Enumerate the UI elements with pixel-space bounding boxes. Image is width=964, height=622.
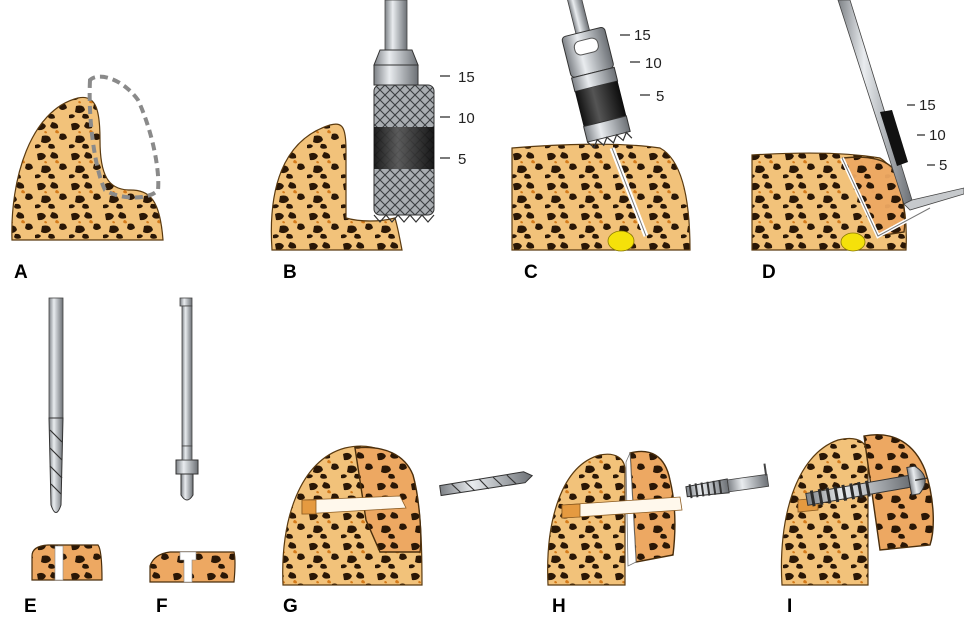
nerve-d	[841, 233, 865, 251]
depth-scale-b: 15 10 5	[440, 69, 475, 168]
depth-scale-d: 15 10 5	[907, 97, 947, 174]
panel-label-h: H	[552, 596, 566, 617]
twist-drill-g	[439, 471, 533, 496]
scale-5-c: 5	[656, 88, 664, 105]
panel-label-a: A	[14, 262, 28, 283]
panel-b: 15 10 5 B	[271, 0, 474, 283]
panel-label-b: B	[283, 262, 297, 283]
scale-15-d: 15	[919, 97, 936, 114]
panel-h: H	[548, 451, 769, 617]
panel-i: I	[781, 435, 933, 617]
depth-band-b	[374, 127, 434, 169]
bone-ridge-a	[12, 97, 163, 240]
panel-f: F	[150, 298, 235, 617]
panel-label-d: D	[762, 262, 776, 283]
scale-15-b: 15	[458, 69, 475, 86]
panel-a: A	[12, 77, 163, 283]
panel-label-g: G	[283, 596, 298, 617]
lag-screw-h	[684, 463, 769, 498]
bone-block-c	[512, 144, 690, 250]
drill-channel-e	[55, 546, 63, 580]
panel-label-f: F	[156, 596, 168, 617]
scale-10-b: 10	[458, 110, 475, 127]
scale-5-b: 5	[458, 151, 466, 168]
trephine-c	[552, 0, 632, 149]
scale-5-d: 5	[939, 157, 947, 174]
countersink-bur-f	[176, 298, 198, 500]
panel-c: 15 10 5 C	[512, 0, 690, 283]
panel-label-c: C	[524, 262, 538, 283]
trephine-bur-b	[374, 0, 434, 222]
graft-block-e	[32, 545, 102, 580]
nerve-c	[608, 231, 634, 251]
depth-scale-c: 15 10 5	[620, 27, 664, 105]
panel-label-e: E	[24, 596, 37, 617]
scale-10-d: 10	[929, 127, 946, 144]
panel-d: 15 10 5 D	[752, 0, 964, 283]
twist-drill-e	[49, 298, 63, 513]
scale-15-c: 15	[634, 27, 651, 44]
scale-10-c: 10	[645, 55, 662, 72]
panel-g: G	[283, 446, 533, 617]
bone-ridge-i	[781, 439, 868, 586]
panel-e: E	[24, 298, 102, 617]
panel-label-i: I	[787, 596, 792, 617]
bone-ridge-h	[548, 454, 625, 585]
